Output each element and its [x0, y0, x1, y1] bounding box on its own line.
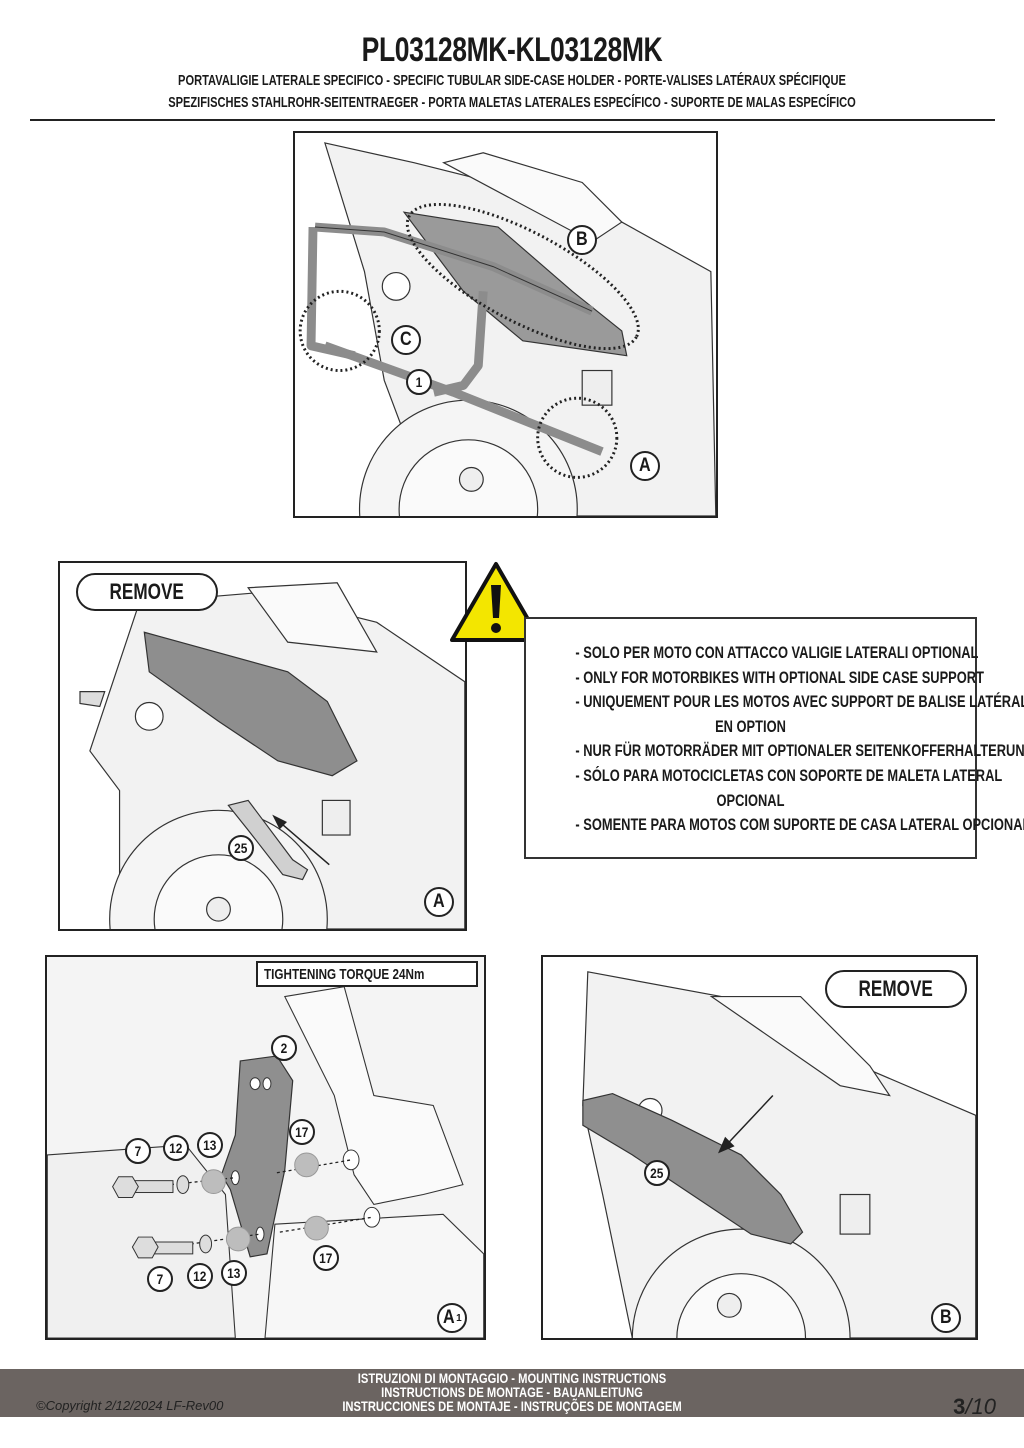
header-divider — [30, 119, 995, 121]
remove-step-b-panel: REMOVE 25 B — [541, 955, 978, 1340]
view-label-a: A — [424, 887, 454, 917]
part-number-12-bottom: 12 — [187, 1263, 213, 1289]
callout-b: B — [567, 225, 597, 255]
subtitle-line-2: SPEZIFISCHES STAHLROHR-SEITENTRAEGER - P… — [168, 94, 856, 111]
bracket-assembly-drawing — [47, 957, 484, 1338]
product-code-title: PL03128MK-KL03128MK — [361, 31, 663, 69]
copyright-text: ©Copyright 2/12/2024 LF-Rev00 — [36, 1398, 224, 1413]
notice-line-es-cont: OPCIONAL — [716, 791, 785, 810]
overview-illustration-panel: B C A 1 — [293, 131, 718, 518]
page-total: /10 — [965, 1394, 996, 1419]
optional-support-notice: - SOLO PER MOTO CON ATTACCO VALIGIE LATE… — [524, 617, 1024, 859]
notice-line-pt: - SOMENTE PARA MOTOS COM SUPORTE DE CASA… — [575, 816, 1024, 835]
page-current: 3 — [953, 1394, 966, 1419]
part-number-13-bottom: 13 — [221, 1260, 247, 1286]
part-number-13-top: 13 — [197, 1132, 223, 1158]
notice-line-de: - NUR FÜR MOTORRÄDER MIT OPTIONALER SEIT… — [575, 742, 1024, 761]
page-number: 3/10 — [953, 1394, 996, 1420]
part-number-17-bottom: 17 — [313, 1245, 339, 1271]
notice-line-es: - SÓLO PARA MOTOCICLETAS CON SOPORTE DE … — [575, 766, 1003, 785]
subtitle-line-1: PORTAVALIGIE LATERALE SPECIFICO - SPECIF… — [178, 72, 846, 89]
part-number-2: 2 — [271, 1035, 297, 1061]
footer-instructions-title: ISTRUZIONI DI MONTAGGIO - MOUNTING INSTR… — [0, 1371, 1024, 1413]
view-label-b: B — [931, 1303, 961, 1333]
part-number-7-top: 7 — [125, 1138, 151, 1164]
motorcycle-tail-remove-b-drawing — [582, 971, 976, 1338]
tightening-torque-label: TIGHTENING TORQUE 24Nm — [256, 961, 478, 987]
assembly-step-a1-panel: TIGHTENING TORQUE 24Nm 2 17 7 12 13 17 7… — [45, 955, 486, 1340]
callout-c: C — [391, 325, 421, 355]
warning-triangle-icon — [450, 562, 542, 642]
notice-line-fr-cont: EN OPTION — [715, 717, 786, 736]
footer-line-3: INSTRUCCIONES DE MONTAJE - INSTRUÇÕES DE… — [342, 1398, 682, 1414]
part-number-1: 1 — [406, 369, 432, 395]
part-number-12-top: 12 — [163, 1135, 189, 1161]
part-number-17-top: 17 — [289, 1119, 315, 1145]
part-number-25: 25 — [644, 1160, 670, 1186]
motorcycle-rear-overview-drawing — [298, 142, 716, 516]
part-number-7-bottom: 7 — [147, 1266, 173, 1292]
notice-line-en: - ONLY FOR MOTORBIKES WITH OPTIONAL SIDE… — [575, 668, 984, 687]
notice-line-it: - SOLO PER MOTO CON ATTACCO VALIGIE LATE… — [575, 644, 979, 662]
callout-a: A — [630, 451, 660, 481]
footer-line-2: INSTRUCTIONS DE MONTAGE - BAUANLEITUNG — [381, 1384, 643, 1400]
page-footer: ISTRUZIONI DI MONTAGGIO - MOUNTING INSTR… — [0, 1369, 1024, 1417]
notice-line-fr: - UNIQUEMENT POUR LES MOTOS AVEC SUPPORT… — [575, 693, 1024, 712]
remove-step-a-panel: REMOVE 25 A — [58, 561, 467, 931]
part-number-25: 25 — [228, 835, 254, 861]
footer-line-1: ISTRUZIONI DI MONTAGGIO - MOUNTING INSTR… — [357, 1370, 667, 1386]
remove-label: REMOVE — [825, 970, 967, 1008]
page-header: PL03128MK-KL03128MK PORTAVALIGIE LATERAL… — [0, 30, 1024, 114]
motorcycle-tail-remove-a-drawing — [79, 582, 465, 929]
remove-label: REMOVE — [76, 573, 218, 611]
